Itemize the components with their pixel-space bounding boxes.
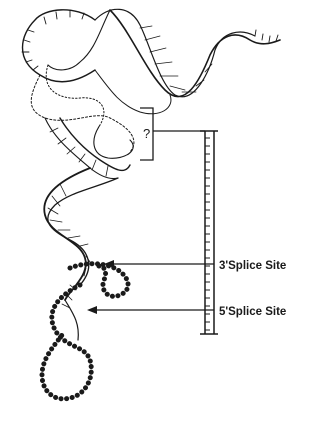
unknown-marker: ?: [143, 126, 150, 141]
upper-left-loop: [22, 10, 110, 82]
ruler: [200, 131, 218, 334]
beaded-intron-loops: [42, 264, 128, 399]
middle-crossing-strands: [31, 65, 171, 179]
upper-helix: [95, 9, 280, 96]
lower-helix: [44, 168, 118, 300]
splice-site-5-label: 5'Splice Site: [219, 306, 286, 318]
splice-site-3-label: 3'Splice Site: [219, 260, 286, 272]
